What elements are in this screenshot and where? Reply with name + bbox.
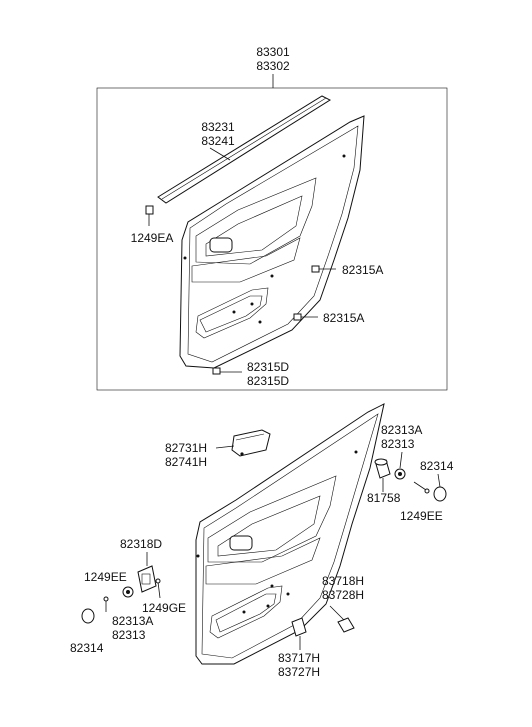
label-82314-right: 82314 <box>420 459 454 473</box>
grommet-82313-right <box>394 468 406 480</box>
label-cover-lower-1: 83717H <box>278 651 320 665</box>
fastener-82315d <box>212 367 242 375</box>
clip-1249ea <box>145 205 154 226</box>
leader-cover-upper <box>329 605 345 621</box>
door-molding-strip <box>157 95 332 204</box>
cap-82314-right <box>433 486 447 502</box>
label-molding-2: 83241 <box>201 134 235 148</box>
label-cover-lower-2: 83727H <box>278 665 320 679</box>
label-cover-upper-1: 83718H <box>322 574 364 588</box>
pull-handle <box>231 429 271 457</box>
label-assy-1: 83301 <box>256 45 290 59</box>
cap-82314-left <box>81 608 95 624</box>
leader-grommet-right <box>399 451 403 469</box>
leader-molding <box>209 147 231 161</box>
door-handle-recess-lower <box>229 535 253 551</box>
label-1249ee-left: 1249EE <box>84 570 127 584</box>
label-82315d-1: 82315D <box>247 360 289 374</box>
label-1249ea: 1249EA <box>131 231 174 245</box>
label-82315a-2: 82315A <box>323 311 364 325</box>
fastener-82315a-2 <box>293 313 318 321</box>
label-grommet-left-2: 82313 <box>112 628 146 642</box>
screw-1249ge <box>155 578 161 599</box>
grommet-82313-left <box>122 586 134 598</box>
cover-83717h <box>291 617 307 637</box>
leader-handle <box>215 445 235 449</box>
cover-83718h <box>337 617 355 633</box>
label-grommet-right-1: 82313A <box>381 423 422 437</box>
label-1249ee-right: 1249EE <box>400 509 443 523</box>
label-81758: 81758 <box>367 491 401 505</box>
label-82318d: 82318D <box>120 537 162 551</box>
label-cover-upper-2: 83728H <box>322 588 364 602</box>
label-grommet-right-2: 82313 <box>381 437 415 451</box>
door-trim-panel-upper <box>179 115 365 369</box>
leader-cap-right <box>437 473 441 488</box>
label-handle-1: 82731H <box>165 441 207 455</box>
bracket-82318d <box>137 565 157 593</box>
bushing-81758 <box>374 458 391 479</box>
door-handle-recess-upper <box>209 237 233 253</box>
label-molding-1: 83231 <box>201 120 235 134</box>
assembly-frame <box>96 87 448 391</box>
screw-1249ee-right <box>413 481 430 494</box>
label-82315d-2: 82315D <box>247 374 289 388</box>
screw-1249ee-left <box>103 596 109 612</box>
label-handle-2: 82741H <box>165 455 207 469</box>
label-1249ge: 1249GE <box>142 601 186 615</box>
label-assy-2: 83302 <box>256 59 290 73</box>
door-trim-panel-lower <box>195 403 385 665</box>
label-grommet-left-1: 82313A <box>112 614 153 628</box>
label-82315a-1: 82315A <box>342 263 383 277</box>
label-82314-left: 82314 <box>70 641 104 655</box>
fastener-82315a-1 <box>311 265 336 273</box>
